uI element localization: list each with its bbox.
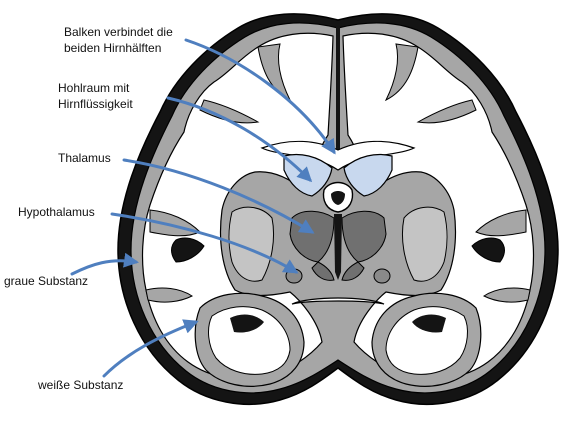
- arrow-hypothalamus: [110, 212, 299, 274]
- hypothalamus-region: [311, 261, 335, 281]
- third-ventricle: [334, 214, 342, 280]
- basal-ganglia-left: [228, 206, 275, 282]
- fornix-inner: [331, 191, 345, 205]
- lateral-ventricle-right: [343, 153, 393, 197]
- arrow-ventricle: [166, 96, 313, 183]
- optic-tract: [291, 297, 385, 305]
- pointer-arrows: [70, 38, 336, 378]
- label-ventricle-line2: Hirnflüssigkeit: [58, 97, 133, 111]
- arrow-grey-matter: [70, 252, 139, 276]
- thalamus: [341, 210, 387, 263]
- temporal-lobe-left-white: [208, 306, 291, 375]
- temporal-lobe-right-sulcus: [412, 314, 446, 333]
- label-corpus-callosum-line1: Balken verbindet die: [64, 25, 173, 39]
- sulcus: [145, 287, 193, 303]
- arrow-thalamus: [122, 158, 315, 234]
- hypothalamus-region: [341, 261, 365, 281]
- temporal-lobe-left-sulcus: [230, 314, 264, 333]
- sulcus: [483, 287, 531, 303]
- lateral-sulcus-left: [171, 237, 205, 263]
- temporal-lobe-right-white: [385, 306, 468, 375]
- sulcus: [384, 43, 419, 102]
- sulcus: [475, 209, 527, 237]
- label-corpus-callosum-line2: beiden Hirnhälften: [64, 41, 161, 55]
- basal-ganglia-right: [401, 206, 448, 282]
- label-hypothalamus: Hypothalamus: [18, 205, 95, 219]
- label-white-matter: weiße Substanz: [37, 378, 123, 392]
- lateral-sulcus-right: [471, 237, 505, 263]
- subthalamic-nucleus-right: [373, 268, 391, 284]
- arrow-corpus-callosum: [184, 38, 336, 155]
- label-thalamus: Thalamus: [58, 151, 111, 165]
- label-ventricle-line1: Hohlraum mit: [58, 81, 130, 95]
- longitudinal-fissure: [336, 22, 340, 150]
- brain-section: [117, 13, 559, 405]
- sulcus: [416, 99, 477, 124]
- sulcus: [199, 99, 260, 124]
- arrow-white-matter: [102, 319, 199, 378]
- label-grey-matter: graue Substanz: [4, 274, 88, 288]
